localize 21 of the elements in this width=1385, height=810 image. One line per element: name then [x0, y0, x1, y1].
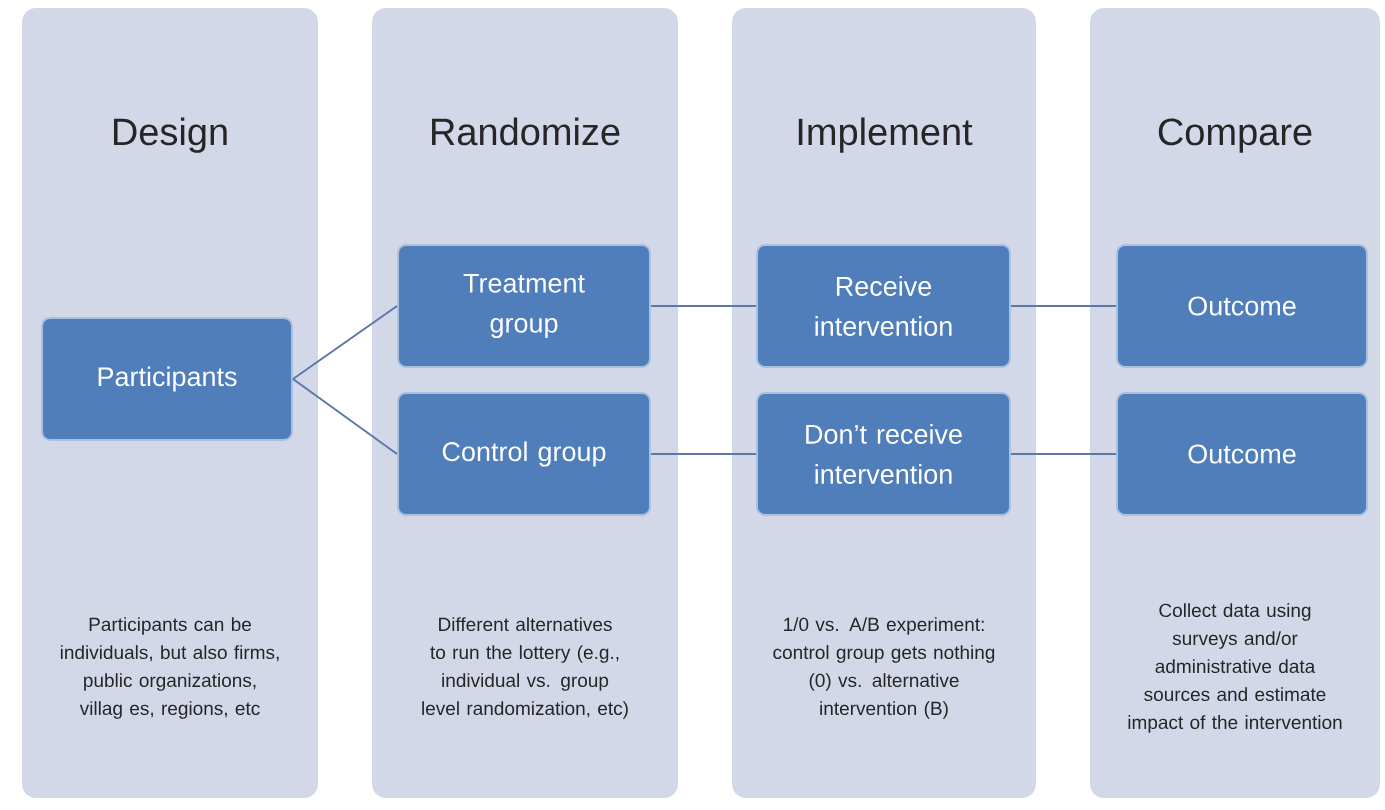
- column-heading: Design: [114, 117, 227, 153]
- process-box: Receive intervention: [756, 244, 1011, 368]
- connector-line: [292, 378, 398, 455]
- connector-line: [650, 305, 757, 307]
- process-box: Control group: [397, 392, 651, 516]
- process-box: Don’t receive intervention: [756, 392, 1011, 516]
- connector-line: [650, 453, 757, 455]
- description-text: Participants can be individuals, but also firms, public organizations, villag es, regions, etc: [60, 617, 279, 719]
- connector-line: [292, 305, 398, 380]
- connector-line: [1010, 305, 1117, 307]
- process-box: Outcome: [1116, 244, 1368, 368]
- process-box: Outcome: [1116, 392, 1368, 516]
- description-text: Collect data using surveys and/or administrative data sources and estimate impact of the intervention: [1128, 603, 1342, 733]
- column-heading: Compare: [1158, 118, 1312, 153]
- description-text: 1/0 vs. A/B experiment: control group gets nothing (0) vs. alternative intervention (B): [773, 617, 995, 719]
- description-text: Different alternatives to run the lottery (e.g., individual vs. group level randomization, etc): [422, 617, 628, 719]
- column-heading: Implement: [798, 117, 973, 153]
- column-heading: Randomize: [432, 117, 620, 146]
- process-box: Participants: [41, 317, 293, 441]
- process-box: Treatment group: [397, 244, 651, 368]
- connector-line: [1010, 453, 1117, 455]
